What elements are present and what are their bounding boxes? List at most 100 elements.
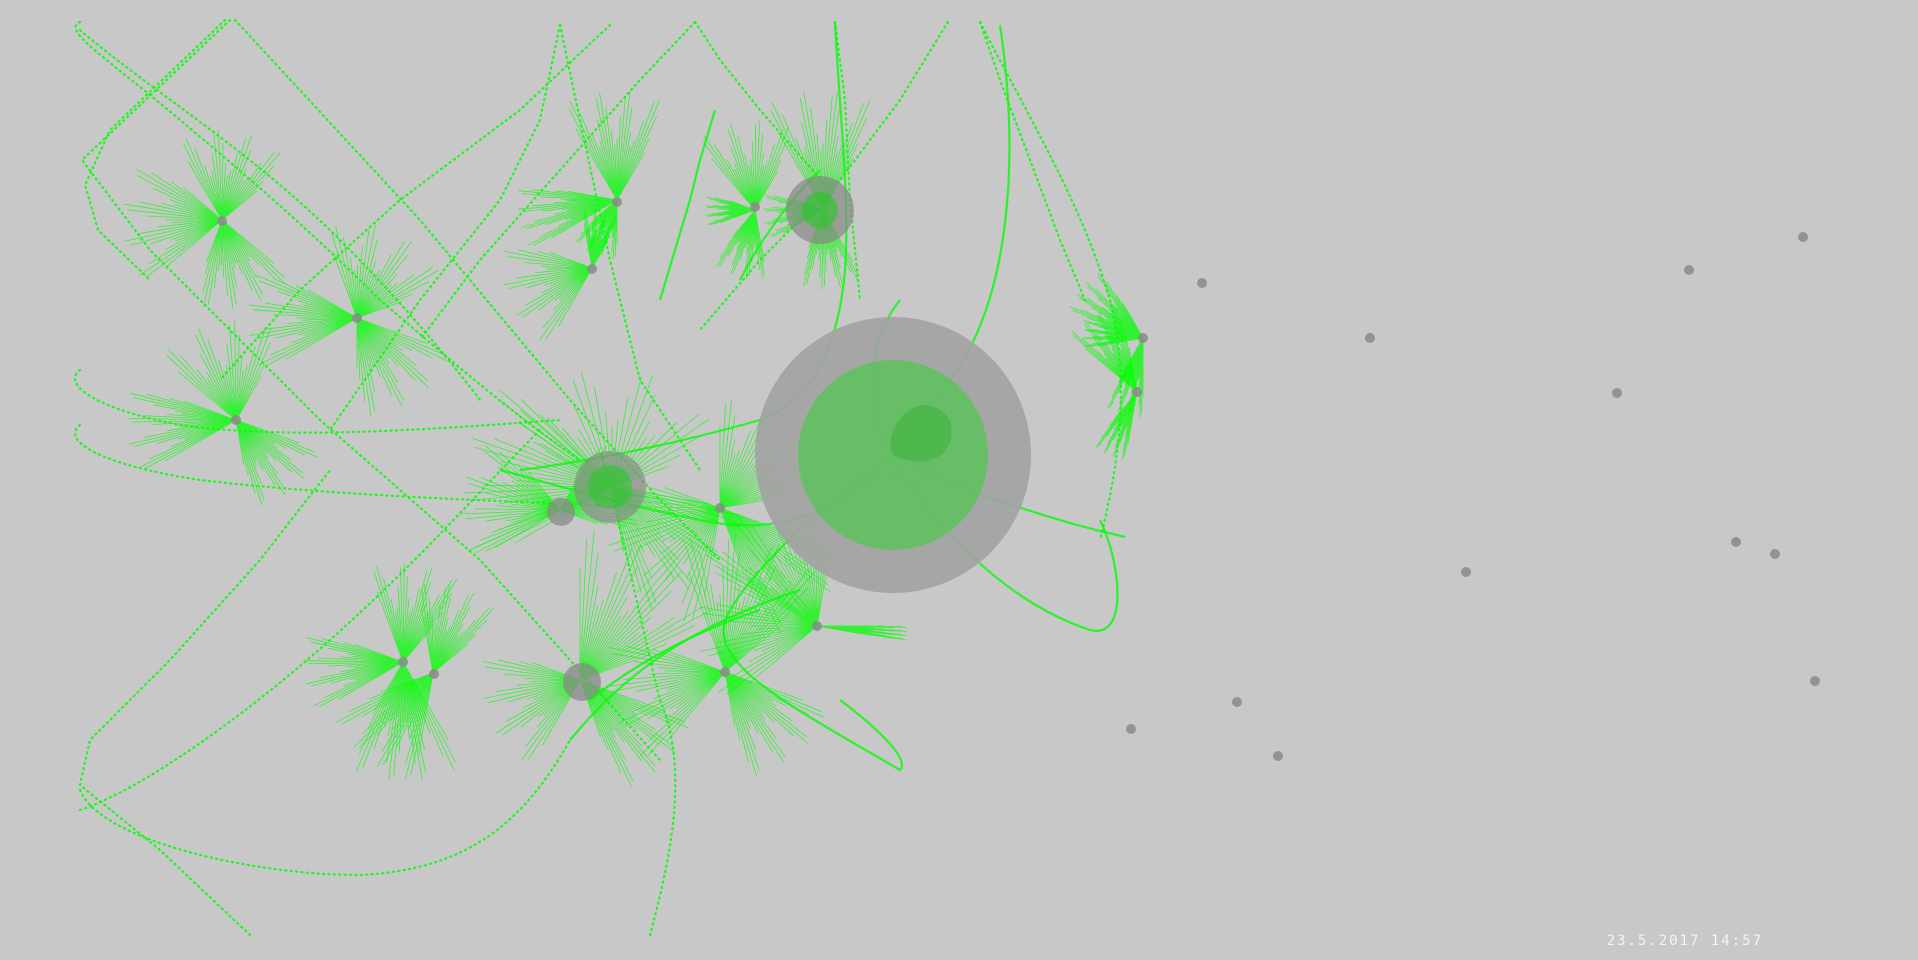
fan-burst-1-ray bbox=[213, 134, 223, 221]
fan-burst-11-ray bbox=[424, 583, 434, 674]
fan-burst-3-ray bbox=[133, 397, 237, 421]
fan-burst-3-ray bbox=[142, 415, 237, 421]
fan-burst-2-ray bbox=[356, 267, 433, 319]
fan-burst-3-ray bbox=[235, 419, 304, 479]
fan-burst-14-ray bbox=[747, 546, 818, 627]
fan-burst-2-ray bbox=[354, 269, 358, 319]
dotted-trail-20 bbox=[978, 20, 1122, 542]
fan-burst-10-ray bbox=[327, 661, 404, 667]
fan-burst-13-ray bbox=[676, 671, 726, 709]
fan-burst-9-ray bbox=[518, 249, 593, 269]
fan-burst-14-ray bbox=[747, 625, 818, 685]
fan-burst-16-ray bbox=[1098, 311, 1138, 393]
fan-burst-17-ray bbox=[468, 483, 561, 511]
fan-burst-13-ray bbox=[669, 671, 726, 710]
fan-burst-9-ray bbox=[516, 267, 593, 317]
fan-burst-11-ray bbox=[432, 585, 451, 674]
fan-burst-17-ray bbox=[479, 509, 561, 541]
fan-burst-2-ray bbox=[356, 317, 405, 401]
fan-burst-5-ray bbox=[652, 507, 721, 512]
fan-burst-10-ray bbox=[324, 661, 404, 698]
fan-burst-2-ray bbox=[258, 317, 358, 366]
fan-burst-11-ray bbox=[432, 643, 468, 674]
fan-burst-1-ray bbox=[221, 162, 227, 221]
fan-burst-3-ray bbox=[235, 419, 304, 474]
fan-burst-1-ray bbox=[124, 203, 223, 221]
fan-burst-1-ray bbox=[221, 219, 243, 274]
fan-burst-13-ray bbox=[724, 671, 760, 772]
fan-burst-10-ray bbox=[383, 578, 404, 663]
fan-burst-5-ray bbox=[681, 507, 721, 604]
fan-burst-9-ray bbox=[504, 250, 593, 269]
fan-burst-5-ray bbox=[719, 507, 809, 567]
fan-burst-8 bbox=[518, 91, 661, 260]
fan-burst-6-ray bbox=[754, 144, 775, 211]
fan-burst-8-ray bbox=[616, 138, 650, 201]
fan-burst-2-ray bbox=[356, 317, 447, 361]
fan-burst-3-ray bbox=[235, 363, 265, 421]
fan-burst-14-ray bbox=[714, 564, 818, 627]
halo-node-upper-core bbox=[802, 192, 838, 228]
fan-burst-1-ray bbox=[213, 219, 223, 289]
fan-burst-1-ray bbox=[171, 219, 223, 224]
fan-burst-14-ray bbox=[756, 580, 818, 627]
fan-burst-12-ray bbox=[579, 589, 650, 681]
fan-burst-5-ray bbox=[719, 454, 736, 509]
fan-burst-3-ray bbox=[134, 419, 237, 447]
fan-burst-5-ray bbox=[719, 507, 776, 564]
node-dot-16 bbox=[612, 197, 622, 207]
fan-burst-13-ray bbox=[617, 671, 726, 725]
fan-burst-5-ray bbox=[719, 413, 764, 509]
fan-burst-11-ray bbox=[378, 672, 434, 717]
fan-burst-11-ray bbox=[432, 606, 471, 674]
fan-burst-14-ray bbox=[776, 527, 818, 627]
fan-burst-3-ray bbox=[235, 419, 300, 444]
fan-burst-10-ray bbox=[359, 661, 404, 754]
node-dot-14 bbox=[352, 313, 362, 323]
fan-burst-3-ray bbox=[235, 419, 245, 465]
fan-burst-8-ray bbox=[533, 199, 618, 246]
fan-burst-3-ray bbox=[235, 419, 315, 453]
fan-burst-13-ray bbox=[724, 671, 751, 729]
fan-burst-3-ray bbox=[235, 327, 272, 421]
fan-burst-3-ray bbox=[235, 419, 265, 502]
fan-burst-11-ray bbox=[432, 619, 477, 674]
fan-burst-5-ray bbox=[638, 507, 721, 549]
fan-burst-3-ray bbox=[224, 370, 237, 421]
fan-burst-13-ray bbox=[724, 626, 780, 673]
fan-burst-13-ray bbox=[652, 649, 726, 673]
fan-burst-14-ray bbox=[722, 551, 818, 627]
fan-burst-10-ray bbox=[319, 661, 404, 707]
fan-burst-11-ray bbox=[421, 588, 434, 674]
fan-burst-6-ray bbox=[754, 124, 756, 211]
fan-burst-9-ray bbox=[591, 241, 608, 269]
fan-burst-17-ray bbox=[484, 451, 561, 511]
fan-burst-12-ray bbox=[579, 590, 672, 681]
fan-burst-1-ray bbox=[170, 219, 223, 241]
fan-burst-3-ray bbox=[196, 369, 237, 421]
fan-burst-3-ray bbox=[206, 378, 237, 421]
fan-burst-3-ray bbox=[235, 419, 256, 494]
fan-burst-8-ray bbox=[616, 91, 631, 201]
fan-burst-14-ray bbox=[707, 625, 818, 657]
fan-burst-6-ray bbox=[744, 153, 756, 211]
fan-burst-1-ray bbox=[221, 219, 224, 277]
fan-burst-3-ray bbox=[235, 329, 266, 421]
fan-burst-2-ray bbox=[356, 317, 376, 393]
fan-burst-8-ray bbox=[518, 199, 618, 210]
node-dot-13 bbox=[217, 216, 227, 226]
fan-burst-2-ray bbox=[291, 317, 358, 344]
fan-burst-14-ray bbox=[748, 625, 818, 663]
fan-burst-12-ray bbox=[579, 538, 588, 681]
fan-burst-13-ray bbox=[724, 671, 765, 720]
fan-burst-10-ray bbox=[307, 661, 404, 665]
fan-burst-2-ray bbox=[356, 317, 366, 403]
dotted-trail-13 bbox=[693, 20, 832, 192]
fan-burst-11-ray bbox=[376, 672, 434, 735]
fan-burst-14-ray bbox=[754, 625, 818, 651]
fan-burst-1-ray bbox=[165, 219, 223, 251]
fan-burst-6-ray bbox=[754, 209, 763, 280]
fan-burst-2-ray bbox=[356, 317, 398, 383]
fan-burst-13-ray bbox=[724, 671, 777, 739]
